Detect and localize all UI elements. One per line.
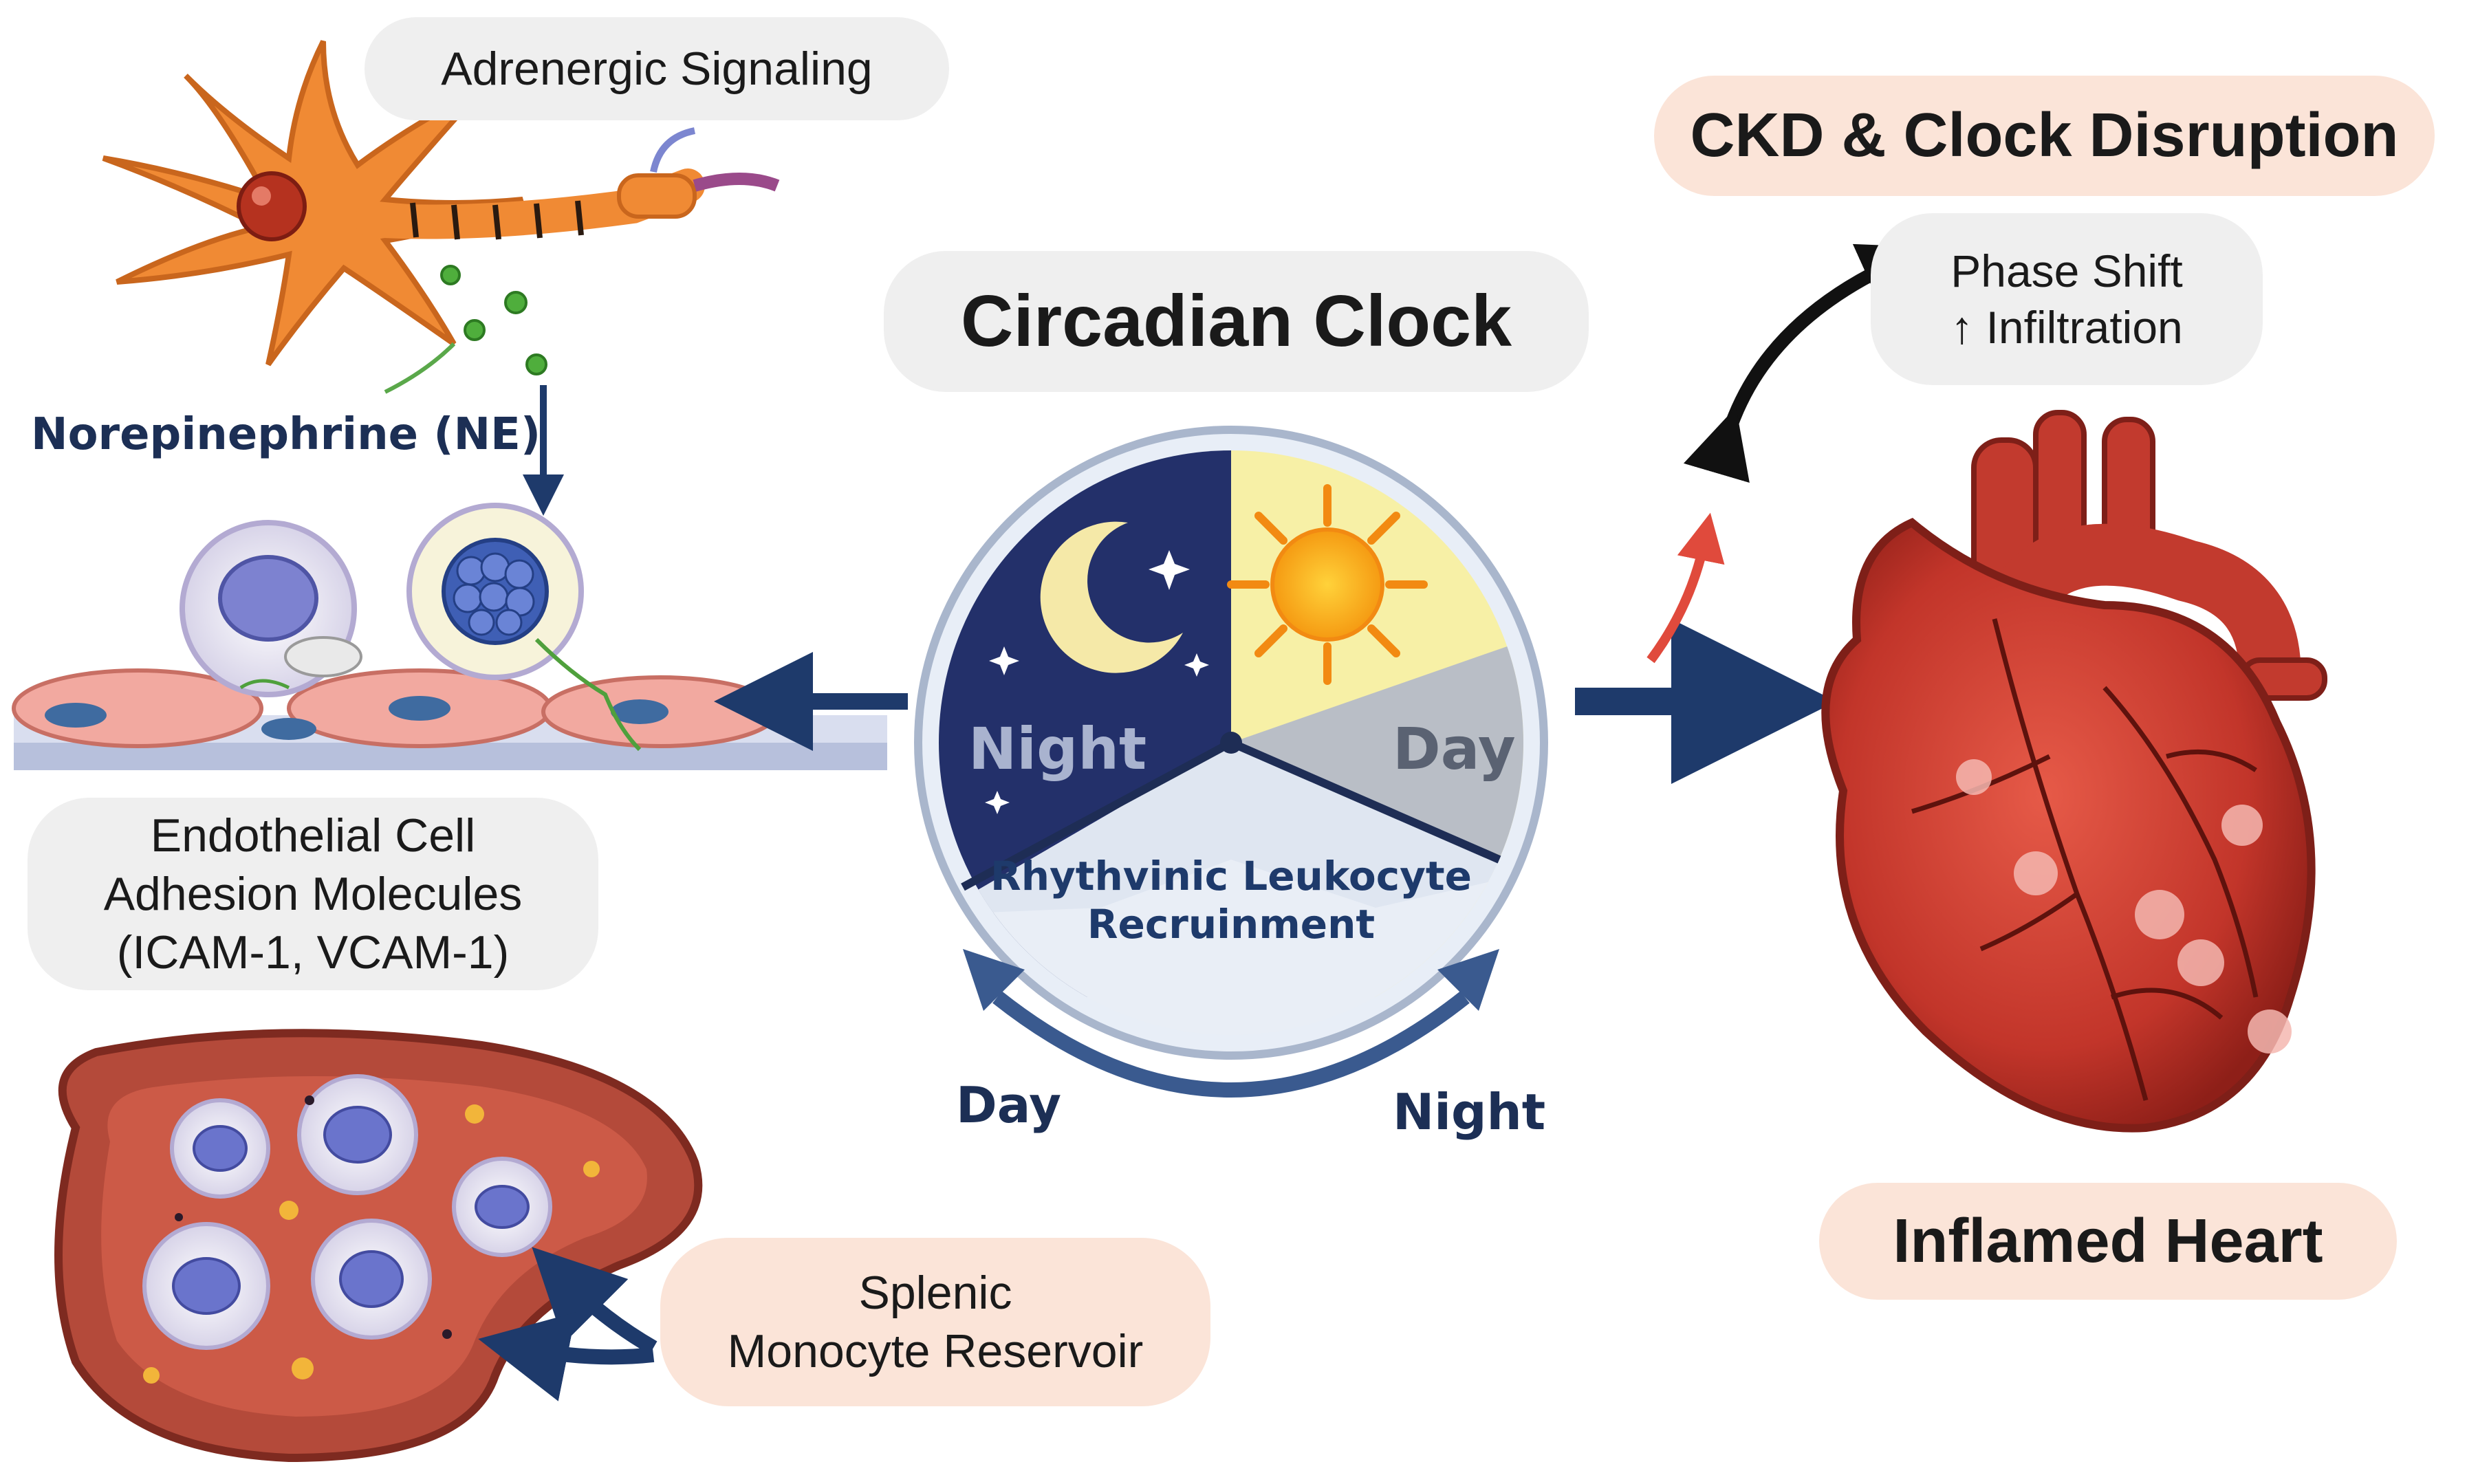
circadian-clock-title: Circadian Clock (884, 251, 1589, 392)
endothelial-adhesion-label: Endothelial Cell Adhesion Molecules (ICA… (28, 798, 598, 990)
circadian-clock-text: Circadian Clock (961, 276, 1512, 367)
cycle-night-label: Night (1393, 1083, 1545, 1141)
clock-night-label: Night (968, 715, 1146, 783)
splenic-line-2: Monocyte Reservoir (728, 1322, 1144, 1381)
endothelium-icon (14, 670, 887, 770)
norepinephrine-label: Norepinephrine (NE) (31, 409, 541, 460)
clock-day-label: Day (1393, 715, 1516, 783)
splenic-reservoir-label: Splenic Monocyte Reservoir (660, 1238, 1210, 1406)
adrenergic-signaling-label: Adrenergic Signaling (365, 17, 949, 120)
heart-icon (1825, 413, 2325, 1128)
ckd-clock-disruption-label: CKD & Clock Disruption (1654, 76, 2435, 196)
sun-icon (1231, 488, 1424, 681)
rhythmic-line-2: Recruinment (977, 901, 1486, 949)
inflamed-heart-text: Inflamed Heart (1893, 1203, 2323, 1280)
cycle-day-label: Day (956, 1076, 1061, 1134)
spleen-icon (58, 1033, 698, 1458)
endothelial-line-3: (ICAM-1, VCAM-1) (117, 924, 509, 982)
rhythmic-line-1: Rhythvinic Leukocyte (977, 853, 1486, 901)
ckd-text: CKD & Clock Disruption (1690, 97, 2398, 175)
endothelial-line-2: Adhesion Molecules (104, 865, 523, 924)
phase-shift-text: Phase Shift (1950, 243, 2183, 300)
up-arrow-icon: ↑ (1950, 302, 1973, 353)
infiltration-text: Infiltration (1986, 302, 2183, 353)
rhythmic-recruitment-label: Rhythvinic Leukocyte Recruinment (977, 853, 1486, 948)
infiltration-row: ↑ Infiltration (1950, 299, 2182, 356)
splenic-line-1: Splenic (858, 1264, 1012, 1322)
endothelial-line-1: Endothelial Cell (151, 807, 476, 865)
phase-shift-label: Phase Shift ↑ Infiltration (1871, 213, 2263, 385)
inflamed-heart-label: Inflamed Heart (1819, 1183, 2397, 1300)
red-arrow (1651, 536, 1706, 660)
adrenergic-text: Adrenergic Signaling (441, 40, 873, 98)
